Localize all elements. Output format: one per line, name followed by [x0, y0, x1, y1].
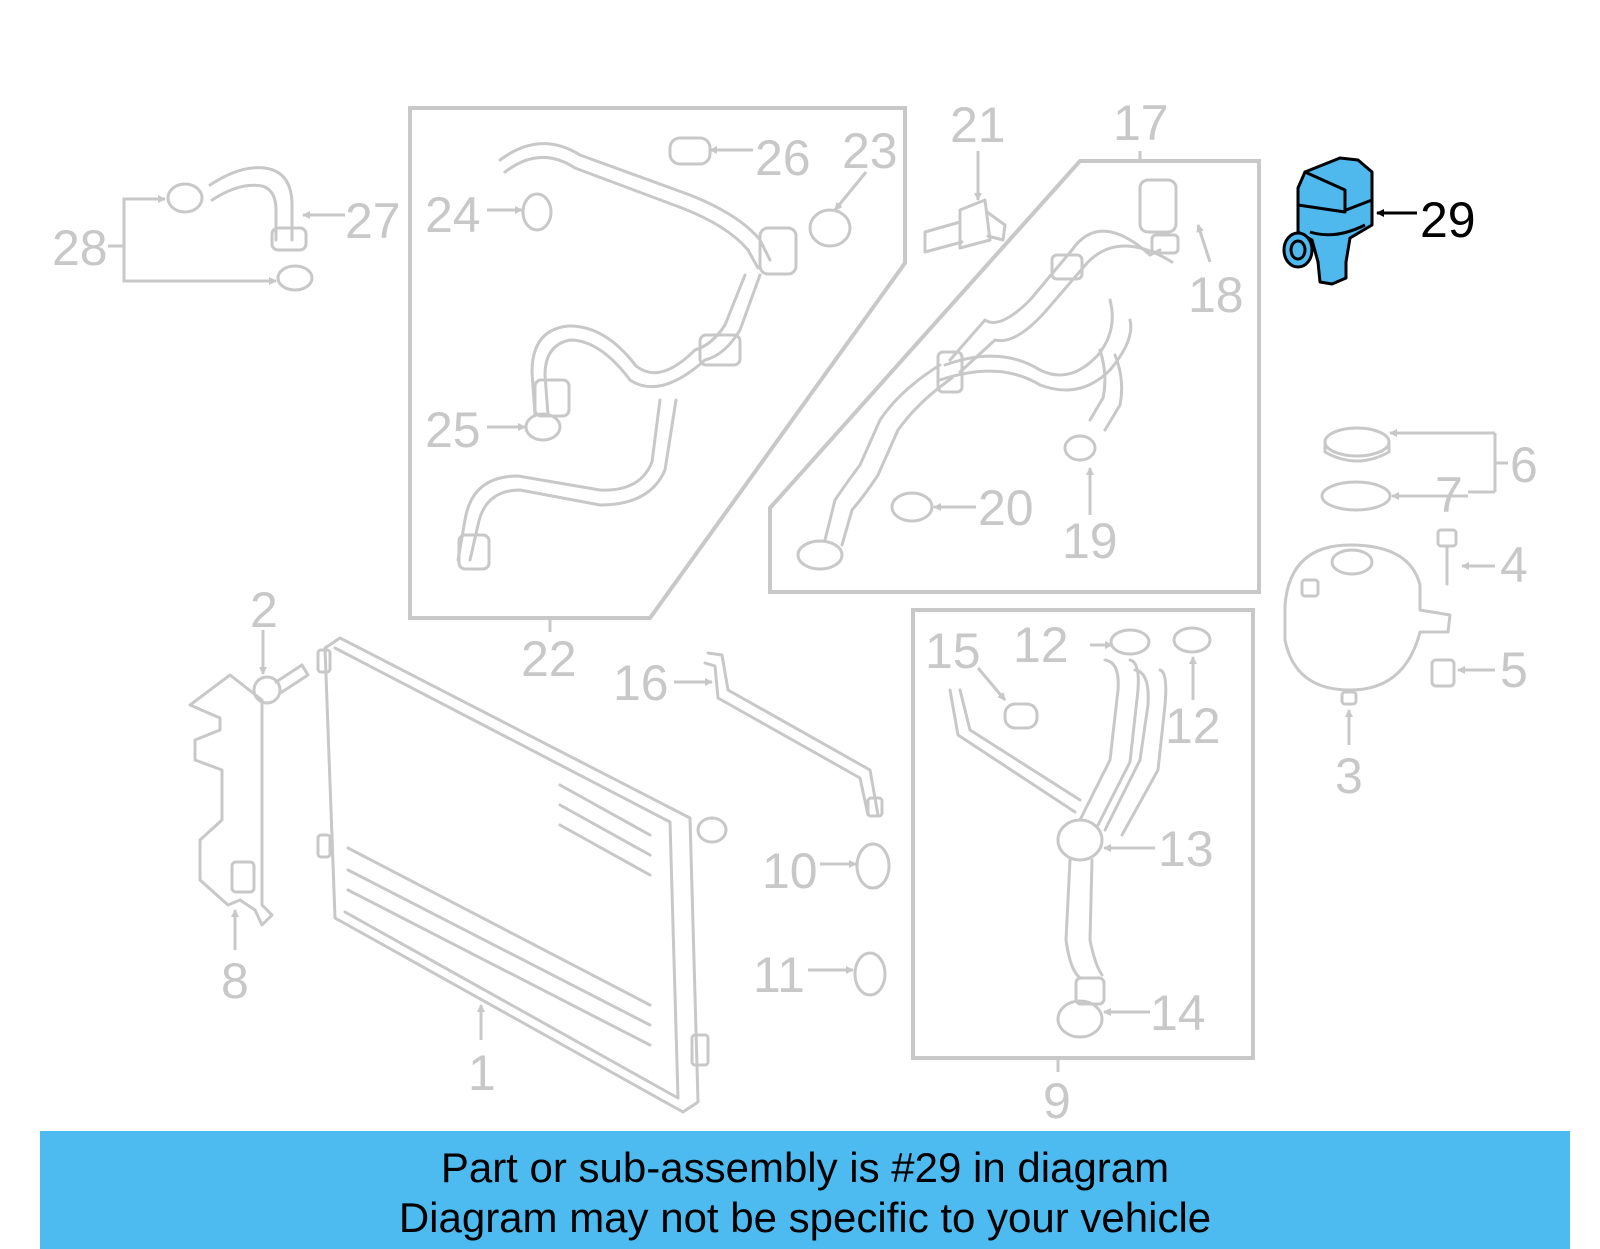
- group-box-17: [768, 159, 1261, 594]
- label-9: 9: [1043, 1073, 1071, 1129]
- label-29-highlighted: 29: [1420, 192, 1476, 248]
- part-28-clamps: [166, 182, 314, 292]
- part-26-plug: [668, 136, 712, 166]
- part-9-hoses: [948, 658, 1168, 1039]
- part-5-clip: [1430, 658, 1456, 688]
- label-12b: 12: [1165, 698, 1221, 754]
- part-29-highlighted: [1282, 156, 1374, 286]
- part-15-plug: [1003, 702, 1039, 730]
- part-21-connector: [923, 198, 1007, 254]
- part-17-hoses: [796, 178, 1180, 571]
- label-21: 21: [950, 97, 1006, 153]
- label-1: 1: [468, 1045, 496, 1101]
- part-23-clamp: [808, 208, 852, 248]
- label-28: 28: [52, 220, 108, 276]
- part-24-clamp: [521, 192, 553, 232]
- label-5: 5: [1500, 642, 1528, 698]
- banner-line-2: Diagram may not be specific to your vehi…: [398, 1194, 1212, 1241]
- part-8-bracket: [188, 673, 274, 927]
- label-8: 8: [221, 953, 249, 1009]
- label-11: 11: [753, 947, 805, 1003]
- label-12a: 12: [1013, 617, 1069, 673]
- part-12-clamps: [1109, 626, 1212, 656]
- label-25: 25: [425, 402, 481, 458]
- label-2: 2: [250, 582, 278, 638]
- group-box-9: [911, 608, 1255, 1060]
- part-1-radiator: [316, 636, 728, 1114]
- label-26: 26: [755, 130, 811, 186]
- label-16: 16: [613, 655, 669, 711]
- label-15: 15: [925, 623, 981, 679]
- label-22: 22: [521, 631, 577, 687]
- label-3: 3: [1335, 748, 1363, 804]
- part-16-pipe: [703, 651, 884, 818]
- group-box-22: [408, 106, 907, 620]
- banner-line-1: Part or sub-assembly is #29 in diagram: [440, 1144, 1170, 1191]
- label-24: 24: [425, 187, 481, 243]
- part-2-bolt: [252, 663, 310, 705]
- label-27: 27: [345, 193, 401, 249]
- part-4-bolt: [1436, 528, 1458, 586]
- label-20: 20: [978, 480, 1034, 536]
- part-25-clamp: [524, 412, 562, 442]
- part-27-hose: [208, 166, 308, 252]
- part-11-oring: [853, 951, 887, 997]
- part-20-clamp: [890, 491, 934, 523]
- label-10: 10: [762, 843, 818, 899]
- part-6-cap: [1323, 426, 1391, 463]
- part-22-hoses: [456, 142, 798, 571]
- part-19-clamp: [1063, 434, 1097, 462]
- label-19: 19: [1062, 513, 1118, 569]
- label-6: 6: [1510, 437, 1538, 493]
- label-14: 14: [1150, 985, 1206, 1041]
- part-7-seal: [1320, 480, 1392, 512]
- label-18: 18: [1188, 267, 1244, 323]
- label-4: 4: [1500, 537, 1528, 593]
- label-17: 17: [1113, 95, 1169, 151]
- label-7: 7: [1435, 467, 1463, 523]
- part-10-oring: [855, 842, 891, 890]
- label-23: 23: [842, 123, 898, 179]
- info-banner: Part or sub-assembly is #29 in diagram D…: [40, 1131, 1570, 1249]
- part-3-reservoir: [1283, 543, 1452, 706]
- label-13: 13: [1158, 821, 1214, 877]
